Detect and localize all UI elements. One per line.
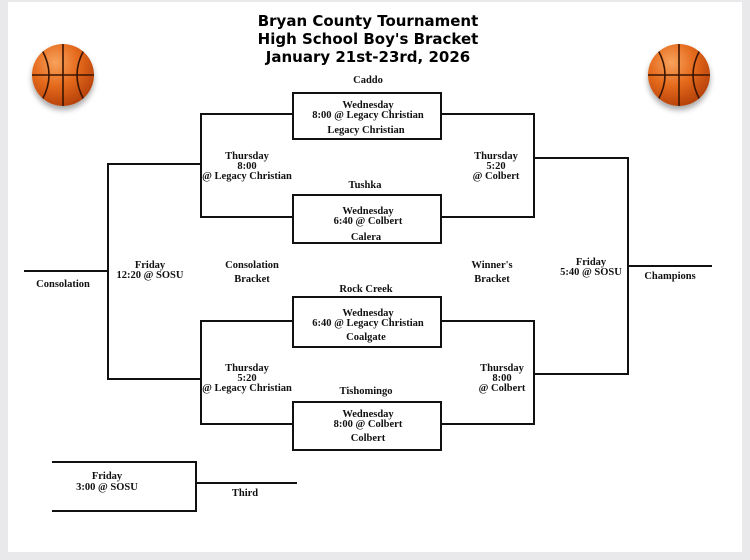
team-name: Rock Creek	[339, 284, 393, 295]
bracket-line	[200, 113, 202, 218]
game-day: Friday	[134, 260, 166, 271]
bracket-line	[195, 482, 297, 484]
consolation-bracket-label: Consolation	[225, 260, 279, 271]
title-line-2: High School Boy's Bracket	[257, 30, 479, 48]
game-time: 12:20 @ SOSU	[116, 270, 184, 281]
game-box-2	[292, 194, 442, 244]
game-time: 8:00 @ Legacy Christian	[312, 110, 424, 121]
bracket-line	[200, 423, 293, 425]
bracket-line	[24, 270, 109, 272]
basketball-icon	[648, 44, 710, 106]
game-day: Thursday	[480, 363, 524, 374]
bracket-line	[200, 320, 202, 425]
bracket-line	[440, 216, 535, 218]
bracket-line	[533, 157, 629, 159]
game-time: 5:20	[237, 373, 257, 384]
bracket-line	[440, 320, 535, 322]
bracket-line	[627, 265, 712, 267]
basketball-icon	[32, 44, 94, 106]
bracket-line	[533, 373, 629, 375]
team-name: Calera	[350, 232, 382, 243]
team-name: Coalgate	[346, 332, 386, 343]
bracket-line	[200, 113, 293, 115]
bracket-line	[440, 113, 535, 115]
game-day: Wednesday	[342, 100, 394, 111]
game-box-4	[292, 401, 442, 451]
bracket-line	[533, 320, 535, 425]
title-line-3: January 21st-23rd, 2026	[265, 48, 471, 66]
team-name: Tushka	[348, 180, 382, 191]
game-time: 5:40 @ SOSU	[560, 267, 622, 278]
page-title: Bryan County Tournament High School Boy'…	[258, 12, 479, 66]
game-venue: @ Legacy Christian	[202, 383, 292, 394]
team-name: Caddo	[353, 75, 383, 86]
team-name: Legacy Christian	[327, 125, 405, 136]
game-day: Thursday	[225, 151, 269, 162]
champions-label: Champions	[644, 271, 696, 282]
bracket-line	[533, 113, 535, 218]
game-box-3	[292, 296, 442, 348]
game-time: 8:00	[492, 373, 512, 384]
game-day: Wednesday	[342, 206, 394, 217]
bracket-line	[52, 510, 197, 512]
team-name: Colbert	[350, 433, 386, 444]
bracket-line	[107, 378, 202, 380]
game-day: Wednesday	[342, 409, 394, 420]
bracket-line	[107, 163, 202, 165]
consolation-bracket-label: Bracket	[234, 274, 270, 285]
title-line-1: Bryan County Tournament	[257, 12, 479, 30]
consolation-result-label: Consolation	[36, 279, 90, 290]
bracket-line	[195, 461, 197, 512]
game-time: 8:00 @ Colbert	[333, 419, 403, 430]
game-venue: @ Legacy Christian	[202, 171, 292, 182]
game-venue: @ Colbert	[478, 383, 526, 394]
team-name: Tishomingo	[339, 386, 393, 397]
third-place-label: Third	[231, 488, 259, 499]
game-day: Wednesday	[342, 308, 394, 319]
winners-bracket-label: Winner's	[471, 260, 513, 271]
game-day: Friday	[575, 257, 607, 268]
bracket-line	[200, 320, 293, 322]
game-time: 5:20	[486, 161, 506, 172]
winners-bracket-label: Bracket	[474, 274, 510, 285]
game-time: 6:40 @ Legacy Christian	[312, 318, 424, 329]
game-day: Thursday	[225, 363, 269, 374]
game-time: 6:40 @ Colbert	[333, 216, 403, 227]
bracket-line	[440, 423, 535, 425]
game-time: 3:00 @ SOSU	[76, 482, 138, 493]
game-day: Friday	[91, 471, 123, 482]
game-day: Thursday	[474, 151, 518, 162]
bracket-line	[52, 461, 197, 463]
game-time: 8:00	[237, 161, 257, 172]
game-venue: @ Colbert	[472, 171, 520, 182]
game-box-1	[292, 92, 442, 140]
bracket-line	[200, 216, 293, 218]
